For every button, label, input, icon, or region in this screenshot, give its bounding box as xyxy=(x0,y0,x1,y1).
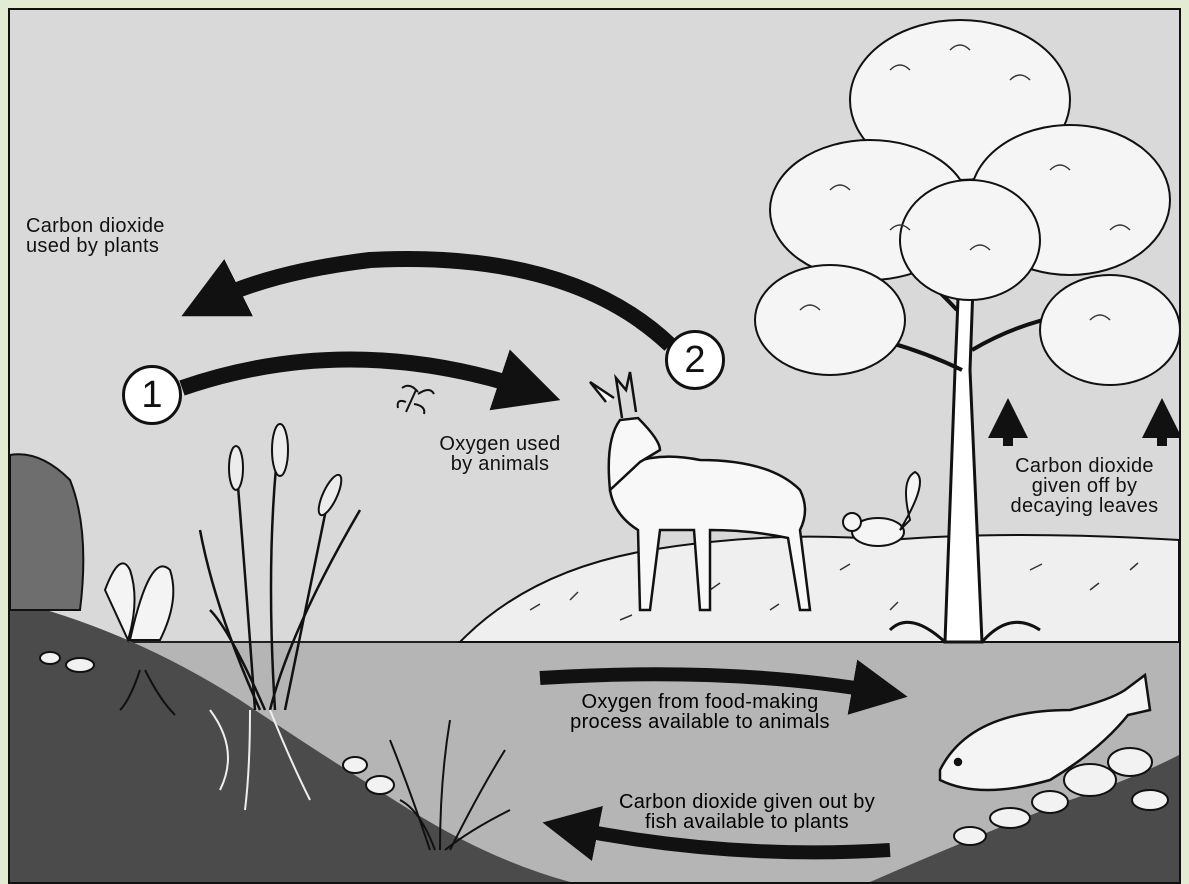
scene-illustration xyxy=(10,10,1179,882)
arrow-2-to-plants xyxy=(210,259,670,345)
label-line: decaying leaves xyxy=(992,496,1177,516)
marker-two: 2 xyxy=(665,330,725,390)
label-line: Carbon dioxide xyxy=(26,216,165,236)
label-line: Carbon dioxide xyxy=(992,456,1177,476)
label-line: Carbon dioxide given out by xyxy=(582,792,912,812)
label-line: given off by xyxy=(992,476,1177,496)
label-line: used by plants xyxy=(26,236,165,256)
label-co2-used-by-plants: Carbon dioxide used by plants xyxy=(26,216,165,256)
label-oxygen-used-by-animals: Oxygen used by animals xyxy=(410,434,590,474)
dragonfly-icon xyxy=(398,386,434,414)
land-island xyxy=(460,535,1179,642)
label-line: by animals xyxy=(410,454,590,474)
squirrel-icon xyxy=(843,472,920,546)
label-line: Oxygen from food-making xyxy=(530,692,870,712)
shrub-icon xyxy=(10,454,83,610)
label-line: fish available to plants xyxy=(582,812,912,832)
label-line: process available to animals xyxy=(530,712,870,732)
label-line: Oxygen used xyxy=(410,434,590,454)
label-oxygen-food-making: Oxygen from food-making process availabl… xyxy=(530,692,870,732)
label-co2-from-fish: Carbon dioxide given out by fish availab… xyxy=(582,792,912,832)
label-co2-decaying-leaves: Carbon dioxide given off by decaying lea… xyxy=(992,456,1177,516)
marker-one: 1 xyxy=(122,365,182,425)
ecosystem-scene: 1 2 Carbon dioxide used by plants Oxygen… xyxy=(8,8,1181,884)
arrow-1-to-animals xyxy=(182,359,530,390)
